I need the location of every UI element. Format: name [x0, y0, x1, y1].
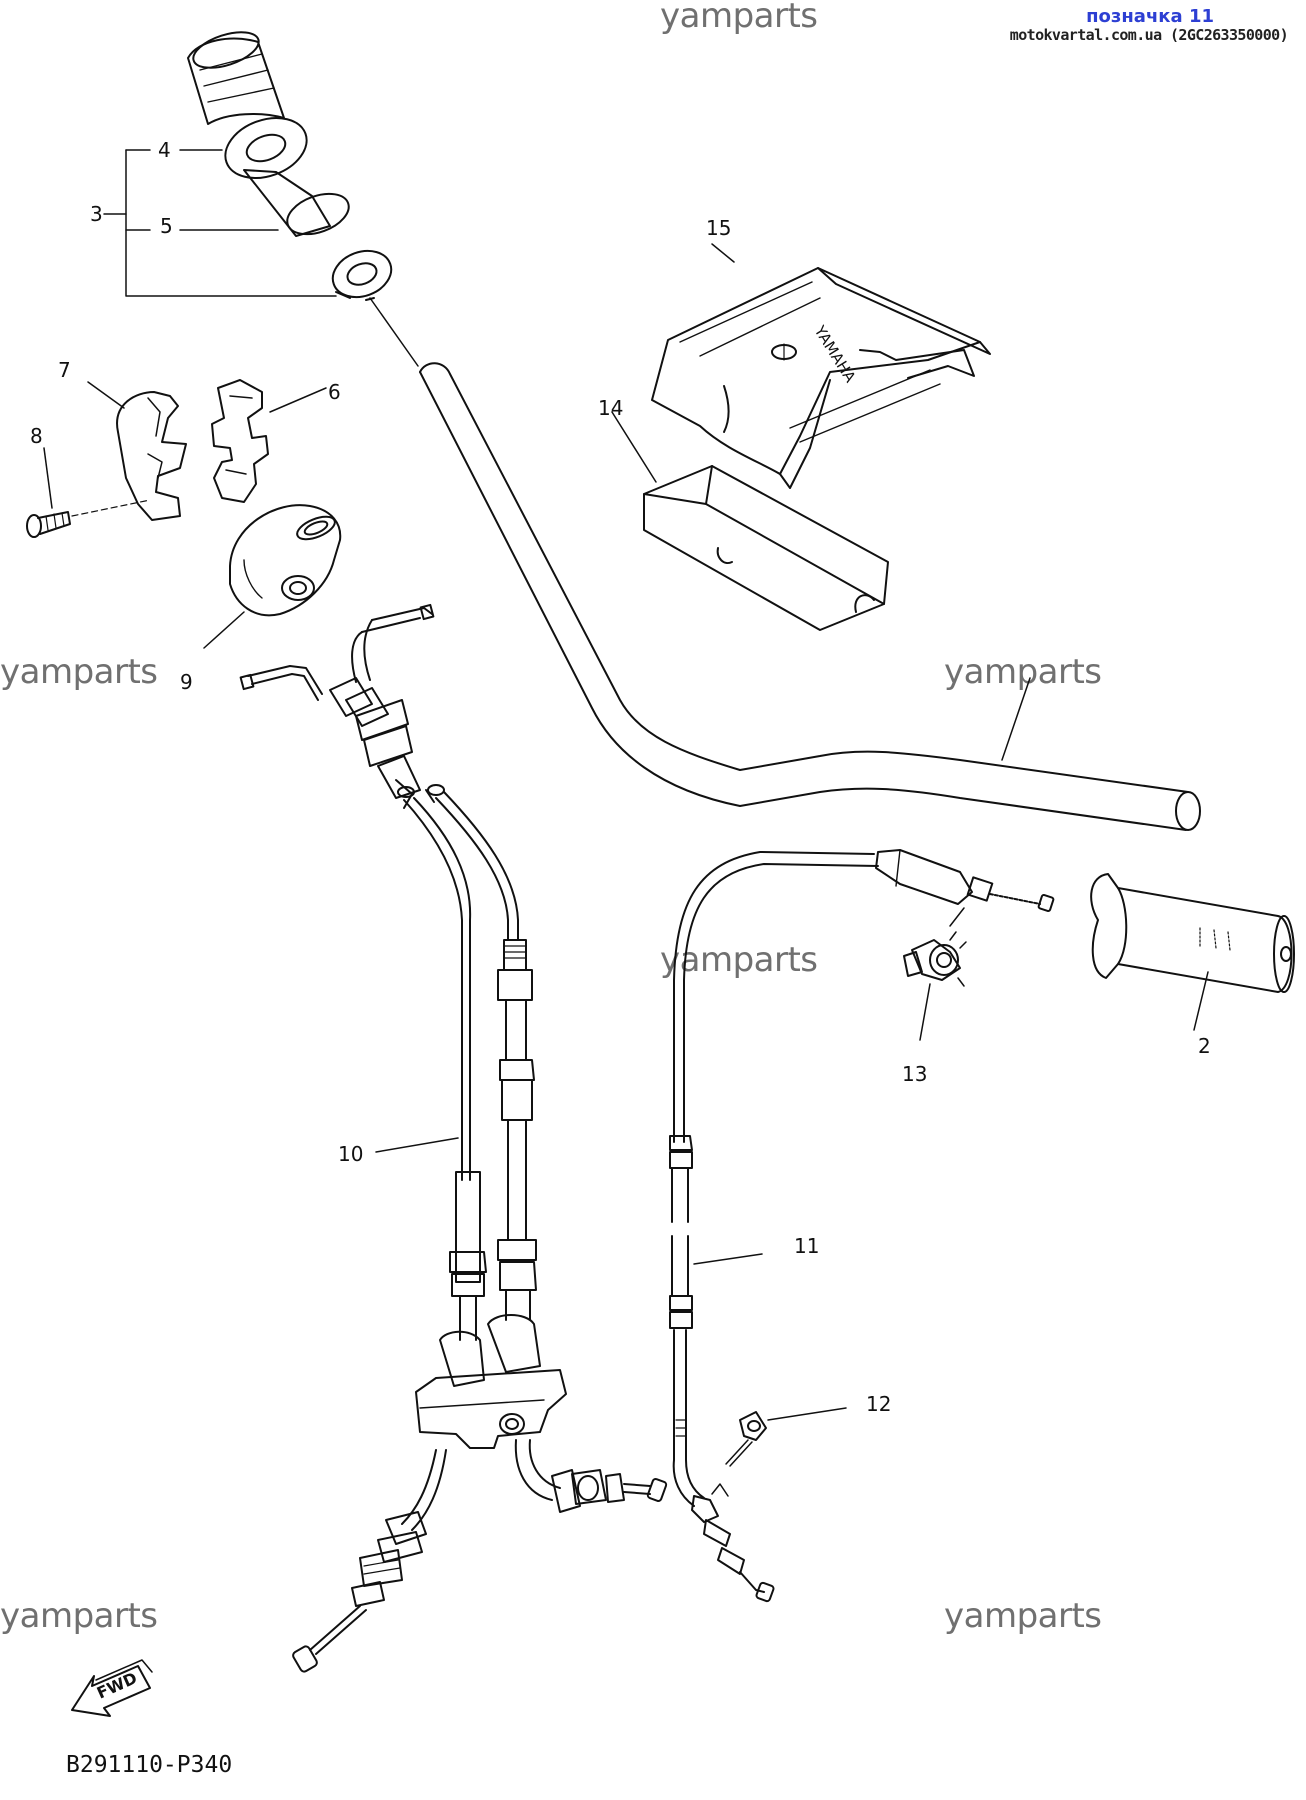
- callout-12: 12: [866, 1392, 892, 1416]
- header-title: позначка 11: [1086, 6, 1214, 27]
- callout-9: 9: [180, 670, 193, 694]
- screw-part-8: [26, 447, 151, 538]
- callout-14: 14: [598, 396, 624, 420]
- callout-3: 3: [90, 202, 103, 226]
- watermark: yamparts: [0, 652, 158, 692]
- callout-8: 8: [30, 424, 43, 448]
- watermark: yamparts: [944, 652, 1102, 692]
- bracket-group-3: [103, 149, 419, 367]
- watermark: yamparts: [0, 1596, 158, 1636]
- throttle-cables-part-10: [239, 603, 668, 1673]
- callout-7: 7: [58, 358, 71, 382]
- handlebar-pad-cover-part-15: YAMAHA: [651, 243, 991, 489]
- cable-guide-part-9: [203, 504, 342, 649]
- callout-5: 5: [160, 214, 173, 238]
- clutch-cable-part-11: [669, 849, 1055, 1603]
- callout-4: 4: [158, 138, 171, 162]
- callout-10: 10: [338, 1142, 364, 1166]
- watermark: yamparts: [944, 1596, 1102, 1636]
- throttle-grip-part-3: [187, 31, 393, 301]
- diagram-code: B291110-P340: [66, 1752, 233, 1778]
- watermark: yamparts: [660, 0, 818, 36]
- handlebar: [419, 362, 1201, 831]
- header-source: motokvartal.com.ua (2GC263350000): [1009, 26, 1289, 44]
- callout-15: 15: [706, 216, 732, 240]
- cable-clamp-part-12: [725, 1407, 847, 1467]
- cable-adjuster-part-13: [903, 907, 967, 1041]
- handlebar-pad-part-14: [611, 411, 889, 631]
- callout-6: 6: [328, 380, 341, 404]
- callout-11: 11: [794, 1234, 820, 1258]
- callout-2: 2: [1198, 1034, 1211, 1058]
- fwd-arrow-icon: [71, 1659, 153, 1717]
- throttle-housing-lower-part-6: [211, 379, 327, 503]
- callout-13: 13: [902, 1062, 928, 1086]
- svg-text:YAMAHA: YAMAHA: [810, 322, 860, 386]
- right-grip-part-2: [1090, 873, 1295, 1031]
- throttle-housing-upper-part-7: [87, 381, 187, 521]
